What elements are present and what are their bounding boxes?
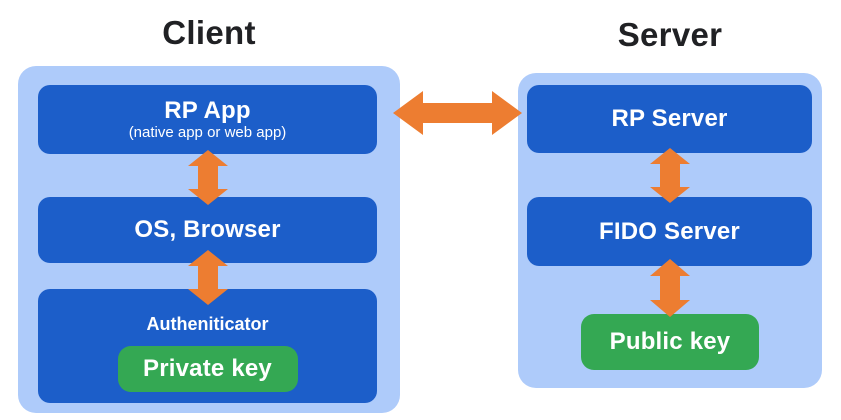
fidoserver-publickey-double-arrow-vertical-icon (648, 259, 692, 317)
private-key-box: Private key (117, 346, 298, 392)
rp-server-label: RP Server (611, 105, 728, 132)
private-key-label: Private key (143, 355, 272, 382)
os-browser-label: OS, Browser (134, 216, 281, 243)
rp-app-box: RP App (native app or web app) (38, 85, 377, 154)
server-section-title: Server (617, 16, 723, 53)
client-section-title: Client (162, 14, 256, 51)
public-key-box: Public key (581, 314, 759, 370)
rp-app-sublabel: (native app or web app) (128, 123, 287, 141)
authenticator-label: Autheniticator (146, 314, 269, 334)
client-server-double-arrow-horizontal-icon (393, 88, 522, 138)
osbrowser-authenticator-double-arrow-vertical-icon (186, 250, 230, 305)
public-key-label: Public key (609, 328, 731, 355)
client-container: RP App (native app or web app) OS, Brows… (18, 66, 400, 413)
authenticator-box: Autheniticator Private key (38, 289, 377, 403)
fido-server-box: FIDO Server (527, 197, 812, 266)
rp-app-label: RP App (164, 96, 251, 124)
server-container: RP Server FIDO Server Public key (518, 73, 822, 388)
rpapp-osbrowser-double-arrow-vertical-icon (186, 150, 230, 205)
fido-server-label: FIDO Server (599, 217, 740, 245)
rpserver-fidoserver-double-arrow-vertical-icon (648, 148, 692, 203)
rp-server-box: RP Server (527, 85, 812, 153)
